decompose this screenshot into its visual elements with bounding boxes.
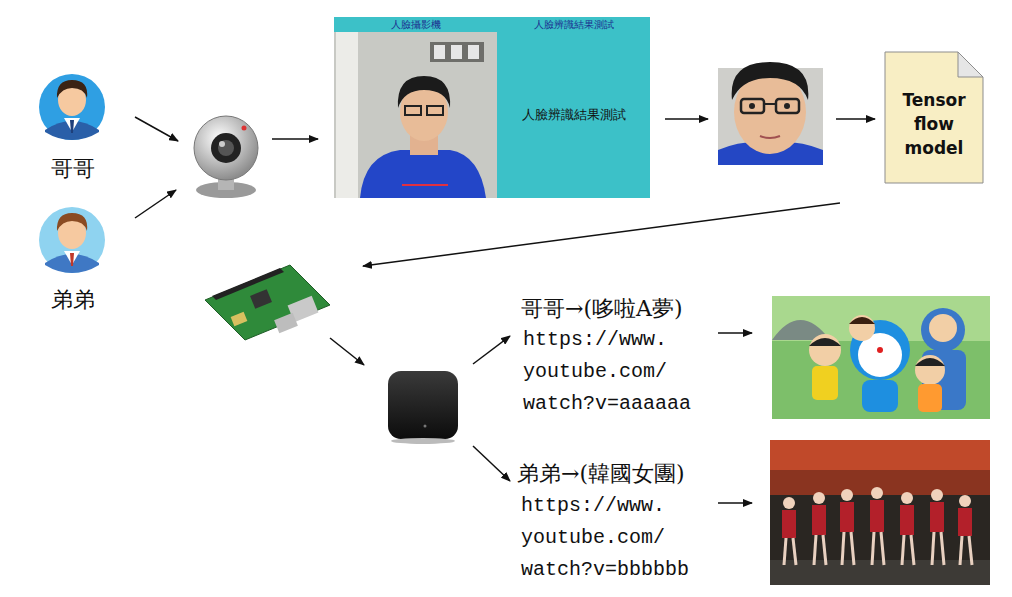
mapping-caption: 弟弟→(韓國女團) xyxy=(517,459,685,489)
video-url: https://www. youtube.com/ watch?v=aaaaaa xyxy=(523,324,703,420)
video-url: https://www. youtube.com/ watch?v=bbbbbb xyxy=(521,490,701,586)
cartoon-image xyxy=(772,296,990,419)
screenshot-panel xyxy=(334,17,650,198)
document-shape xyxy=(885,52,983,183)
screenshot-node: 人臉攝影機人臉辨識結果測試人臉辨識結果測試 xyxy=(334,17,650,198)
model-document: Tensor flow model xyxy=(885,52,983,183)
face-image xyxy=(718,62,823,165)
stage-photo xyxy=(770,440,990,585)
mapping-caption: 哥哥→(哆啦A夢) xyxy=(521,294,683,324)
person-icon xyxy=(39,74,105,140)
window-title: 人臉攝影機 xyxy=(334,18,497,32)
person-name: 哥哥 xyxy=(35,154,110,184)
result-text: 人臉辨識結果測試 xyxy=(497,106,650,124)
webcam-icon xyxy=(194,116,258,198)
model-name: Tensor flow model xyxy=(892,88,976,160)
person-name: 弟弟 xyxy=(35,285,110,315)
person-icon xyxy=(39,207,105,273)
person-node: 哥哥 xyxy=(35,70,110,188)
window-title: 人臉辨識結果測試 xyxy=(497,18,650,32)
raspberry-pi-board xyxy=(205,265,330,340)
person-node: 弟弟 xyxy=(35,203,110,316)
tv-box xyxy=(388,371,458,444)
